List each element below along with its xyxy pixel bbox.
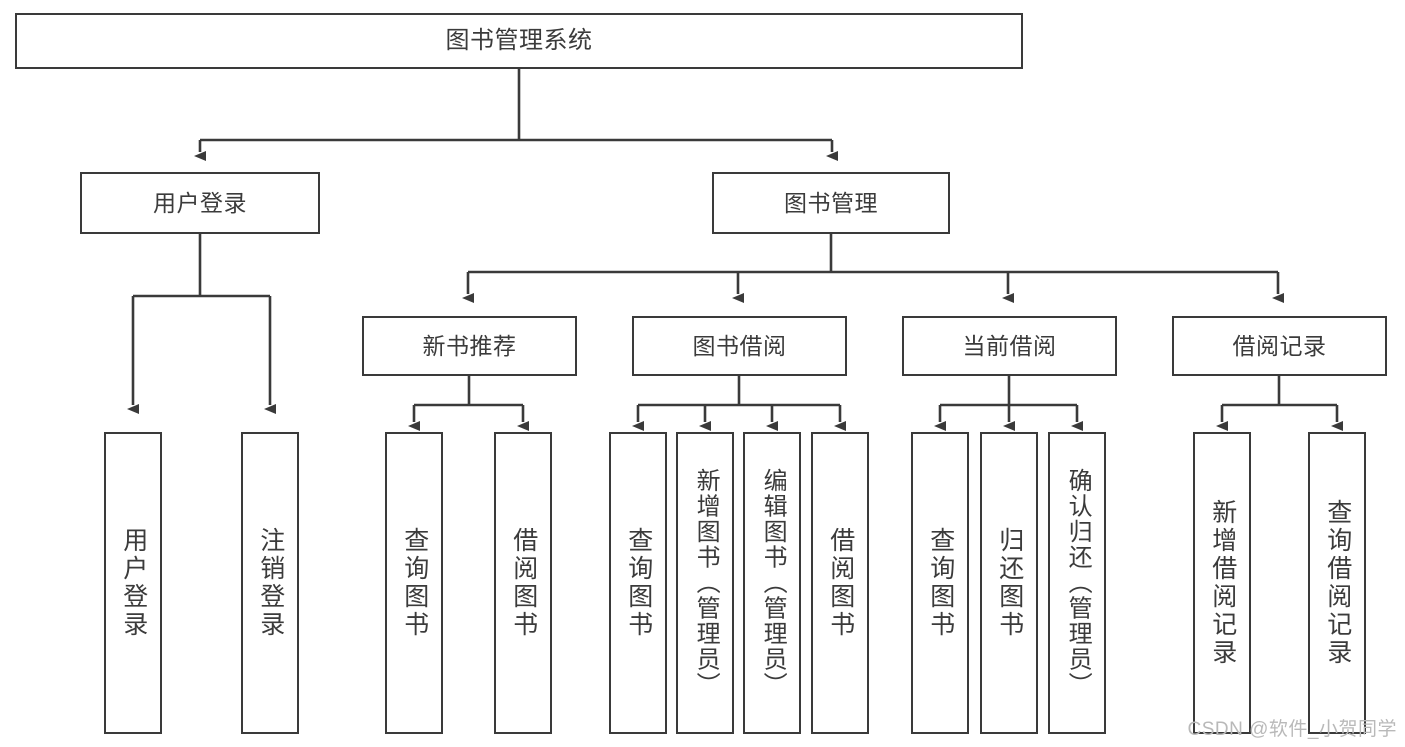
node-new-book-recommend[interactable]: 新书推荐 bbox=[362, 316, 577, 376]
node-leaf-query-book-3[interactable]: 查询图书 bbox=[911, 432, 969, 734]
node-leaf-add-book[interactable]: 新增图书（管理员） bbox=[676, 432, 734, 734]
node-book-management[interactable]: 图书管理 bbox=[712, 172, 950, 234]
node-leaf-edit-book[interactable]: 编辑图书（管理员） bbox=[743, 432, 801, 734]
node-label: 图书管理系统 bbox=[445, 27, 593, 55]
node-leaf-return-book[interactable]: 归还图书 bbox=[980, 432, 1038, 734]
node-label: 注销登录 bbox=[256, 527, 285, 639]
node-label: 查询图书 bbox=[624, 527, 653, 639]
node-label: 图书借阅 bbox=[692, 332, 787, 359]
node-label: 借阅图书 bbox=[826, 527, 855, 639]
node-label: 新书推荐 bbox=[422, 332, 517, 359]
node-leaf-confirm-return[interactable]: 确认归还（管理员） bbox=[1048, 432, 1106, 734]
node-label: 当前借阅 bbox=[962, 332, 1057, 359]
node-label: 归还图书 bbox=[995, 527, 1024, 639]
node-book-borrow[interactable]: 图书借阅 bbox=[632, 316, 847, 376]
node-leaf-borrow-book-2[interactable]: 借阅图书 bbox=[811, 432, 869, 734]
node-label: 图书管理 bbox=[784, 189, 878, 216]
node-leaf-query-book-2[interactable]: 查询图书 bbox=[609, 432, 667, 734]
node-leaf-query-book-1[interactable]: 查询图书 bbox=[385, 432, 443, 734]
node-leaf-add-record[interactable]: 新增借阅记录 bbox=[1193, 432, 1251, 734]
node-borrow-record[interactable]: 借阅记录 bbox=[1172, 316, 1387, 376]
node-label: 确认归还（管理员） bbox=[1064, 468, 1092, 698]
node-label: 新增图书（管理员） bbox=[692, 468, 720, 698]
node-label: 新增借阅记录 bbox=[1208, 499, 1237, 667]
watermark-text: CSDN @软件_小贺同学 bbox=[1187, 719, 1397, 740]
node-leaf-user-login[interactable]: 用户登录 bbox=[104, 432, 162, 734]
node-label: 查询图书 bbox=[926, 527, 955, 639]
node-leaf-borrow-book-1[interactable]: 借阅图书 bbox=[494, 432, 552, 734]
node-label: 查询图书 bbox=[400, 527, 429, 639]
node-label: 借阅记录 bbox=[1232, 332, 1327, 359]
node-user-login[interactable]: 用户登录 bbox=[80, 172, 320, 234]
node-label: 查询借阅记录 bbox=[1323, 499, 1352, 667]
node-leaf-logout[interactable]: 注销登录 bbox=[241, 432, 299, 734]
node-label: 借阅图书 bbox=[509, 527, 538, 639]
node-label: 编辑图书（管理员） bbox=[759, 468, 787, 698]
node-current-borrow[interactable]: 当前借阅 bbox=[902, 316, 1117, 376]
node-label: 用户登录 bbox=[119, 527, 148, 639]
node-book-management-system[interactable]: 图书管理系统 bbox=[15, 13, 1023, 69]
node-label: 用户登录 bbox=[153, 189, 247, 216]
node-leaf-query-record[interactable]: 查询借阅记录 bbox=[1308, 432, 1366, 734]
